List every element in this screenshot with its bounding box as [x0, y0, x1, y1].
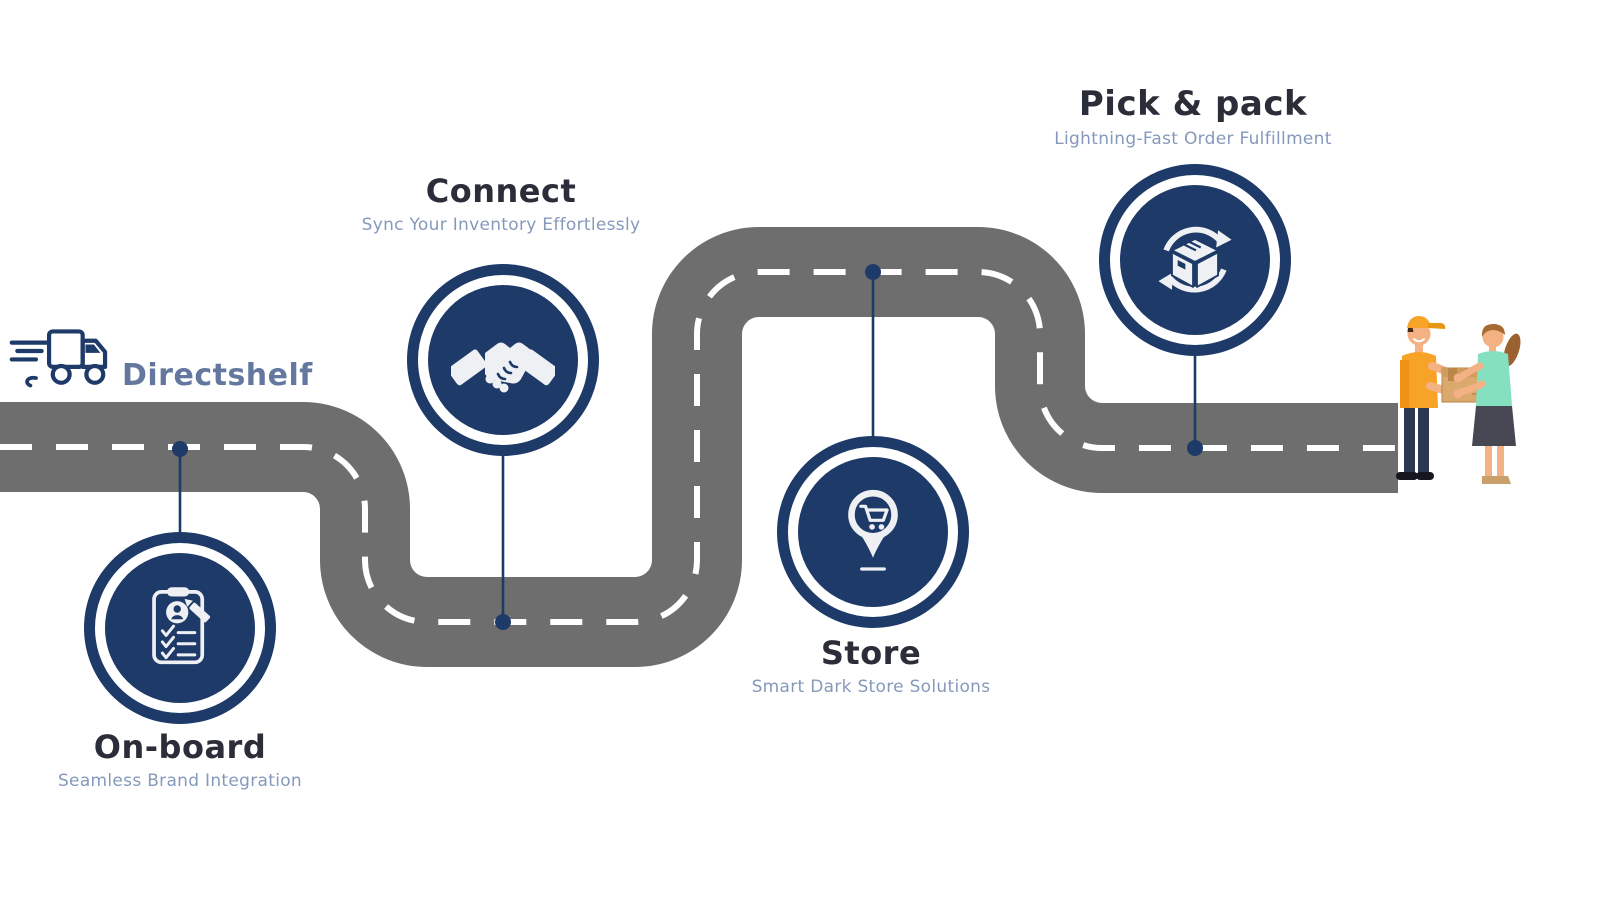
- courier-handing-box-to-customer: [1396, 316, 1521, 484]
- step-title: Pick & pack: [1078, 84, 1308, 124]
- step-connect-badge: [418, 275, 588, 445]
- clipboard-checklist-icon: [152, 587, 211, 665]
- step-subtitle: Lightning-Fast Order Fulfillment: [1054, 129, 1332, 150]
- road-center-dashes: [0, 269, 1398, 625]
- step-pickpack-label: Pick & pack Lightning-Fast Order Fulfill…: [973, 84, 1413, 150]
- step-store-label: Store Smart Dark Store Solutions: [651, 634, 1091, 698]
- handshake-icon: [451, 342, 555, 393]
- box-cycle-arrows-icon: [1158, 226, 1232, 293]
- brand: Directshelf: [8, 322, 312, 395]
- step-subtitle: Seamless Brand Integration: [57, 771, 303, 792]
- step-store-badge: [788, 447, 958, 617]
- cart-location-pin-icon: [848, 489, 898, 571]
- step-title: Store: [820, 634, 922, 672]
- step-title: On-board: [93, 728, 267, 766]
- step-title: Connect: [425, 172, 577, 210]
- step-pickpack-badge: [1110, 175, 1280, 345]
- step-subtitle: Smart Dark Store Solutions: [751, 677, 991, 698]
- delivery-truck-icon: [9, 329, 108, 388]
- step-connect-label: Connect Sync Your Inventory Effortlessly: [281, 172, 721, 236]
- step-subtitle: Sync Your Inventory Effortlessly: [361, 215, 641, 236]
- step-onboard-label: On-board Seamless Brand Integration: [0, 728, 400, 792]
- brand-name: Directshelf: [122, 358, 313, 393]
- step-connectors: [172, 264, 1203, 630]
- customer-woman-icon: [1455, 324, 1521, 484]
- step-onboard-badge: [95, 543, 265, 713]
